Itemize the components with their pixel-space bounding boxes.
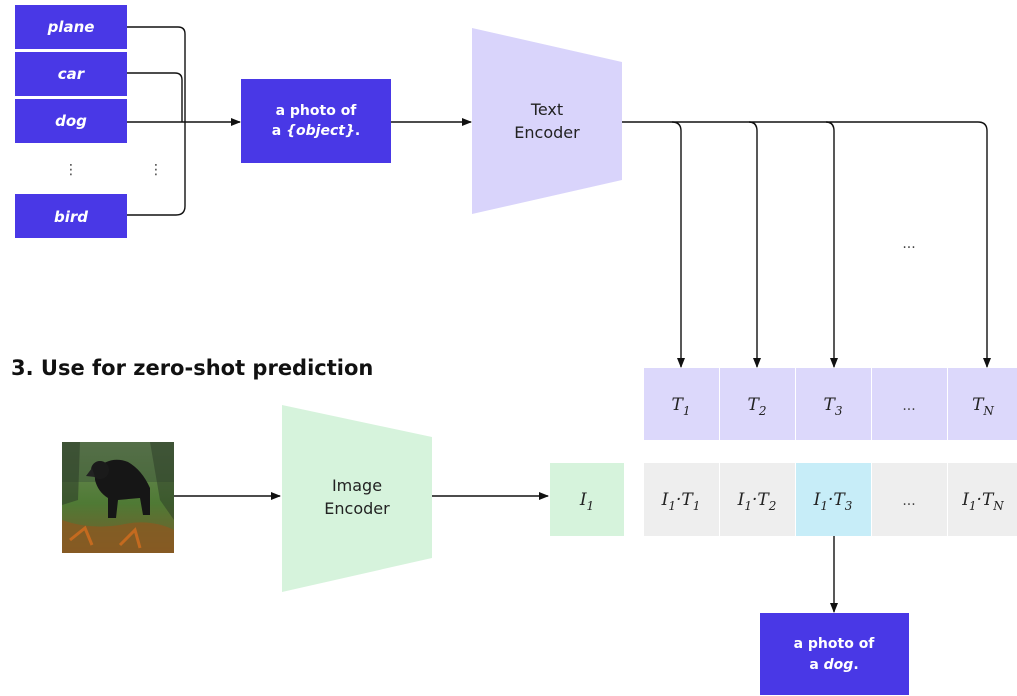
prompt-template-box: a photo of a {object}. — [241, 79, 391, 163]
wire-ellipsis: ⋮ — [149, 162, 163, 178]
similarity-cell-1: I1·T1 — [644, 463, 719, 536]
result-line2: a dog. — [809, 657, 858, 673]
class-label-text: dog — [55, 112, 87, 130]
text-embedding-t1: T1 — [644, 368, 719, 440]
svg-text:I1·T3: I1·T3 — [813, 490, 853, 513]
image-encoder: Image Encoder — [282, 405, 432, 592]
result-line1: a photo of — [794, 636, 876, 652]
class-label-text: car — [58, 65, 86, 83]
image-embedding-i1: I1 — [550, 463, 624, 536]
text-embedding-tn: TN — [948, 368, 1017, 440]
class-label-dog: dog — [15, 99, 127, 143]
svg-text:T3: T3 — [824, 395, 843, 418]
svg-text:I1: I1 — [579, 490, 594, 513]
class-label-car: car — [15, 52, 127, 96]
text-embedding-t2: T2 — [720, 368, 795, 440]
similarity-cell-3-highlight: I1·T3 — [796, 463, 871, 536]
section-heading: 3. Use for zero-shot prediction — [11, 356, 373, 380]
prompt-line1: a photo of — [276, 103, 358, 119]
svg-text:...: ... — [902, 398, 915, 414]
similarity-cell-n: I1·TN — [948, 463, 1017, 536]
class-label-text: plane — [47, 18, 95, 36]
text-embedding-t3: T3 — [796, 368, 871, 440]
svg-text:T2: T2 — [748, 395, 767, 418]
class-list-ellipsis: ⋮ — [64, 162, 78, 178]
image-encoder-line2: Encoder — [324, 499, 390, 518]
prediction-result-box: a photo of a dog. — [760, 613, 909, 695]
text-encoder: Text Encoder — [472, 28, 622, 214]
class-label-plane: plane — [15, 5, 127, 49]
svg-text:T1: T1 — [672, 395, 691, 418]
dog-photo — [62, 442, 174, 553]
prompt-line2: a {object}. — [272, 123, 361, 139]
class-connectors — [127, 26, 241, 216]
similarity-cell-2: I1·T2 — [720, 463, 795, 536]
svg-text:I1·T2: I1·T2 — [737, 490, 777, 513]
text-encoder-line2: Encoder — [514, 123, 580, 142]
text-encoder-line1: Text — [530, 100, 563, 119]
similarity-row: I1·T1 I1·T2 I1·T3 ... I1·TN — [644, 463, 1017, 536]
svg-text:...: ... — [902, 493, 915, 509]
svg-text:I1·T1: I1·T1 — [661, 490, 701, 513]
class-label-bird: bird — [15, 194, 127, 238]
class-label-text: bird — [54, 208, 88, 226]
text-embedding-connectors — [622, 121, 991, 368]
svg-text:TN: TN — [972, 395, 994, 418]
svg-text:I1·TN: I1·TN — [961, 490, 1004, 513]
similarity-cell-ellipsis: ... — [872, 463, 947, 536]
encoder-output-ellipsis: ... — [902, 236, 915, 252]
text-embedding-ellipsis: ... — [872, 368, 947, 440]
image-encoder-line1: Image — [332, 476, 382, 495]
text-embedding-row: T1 T2 T3 ... TN — [644, 368, 1017, 440]
